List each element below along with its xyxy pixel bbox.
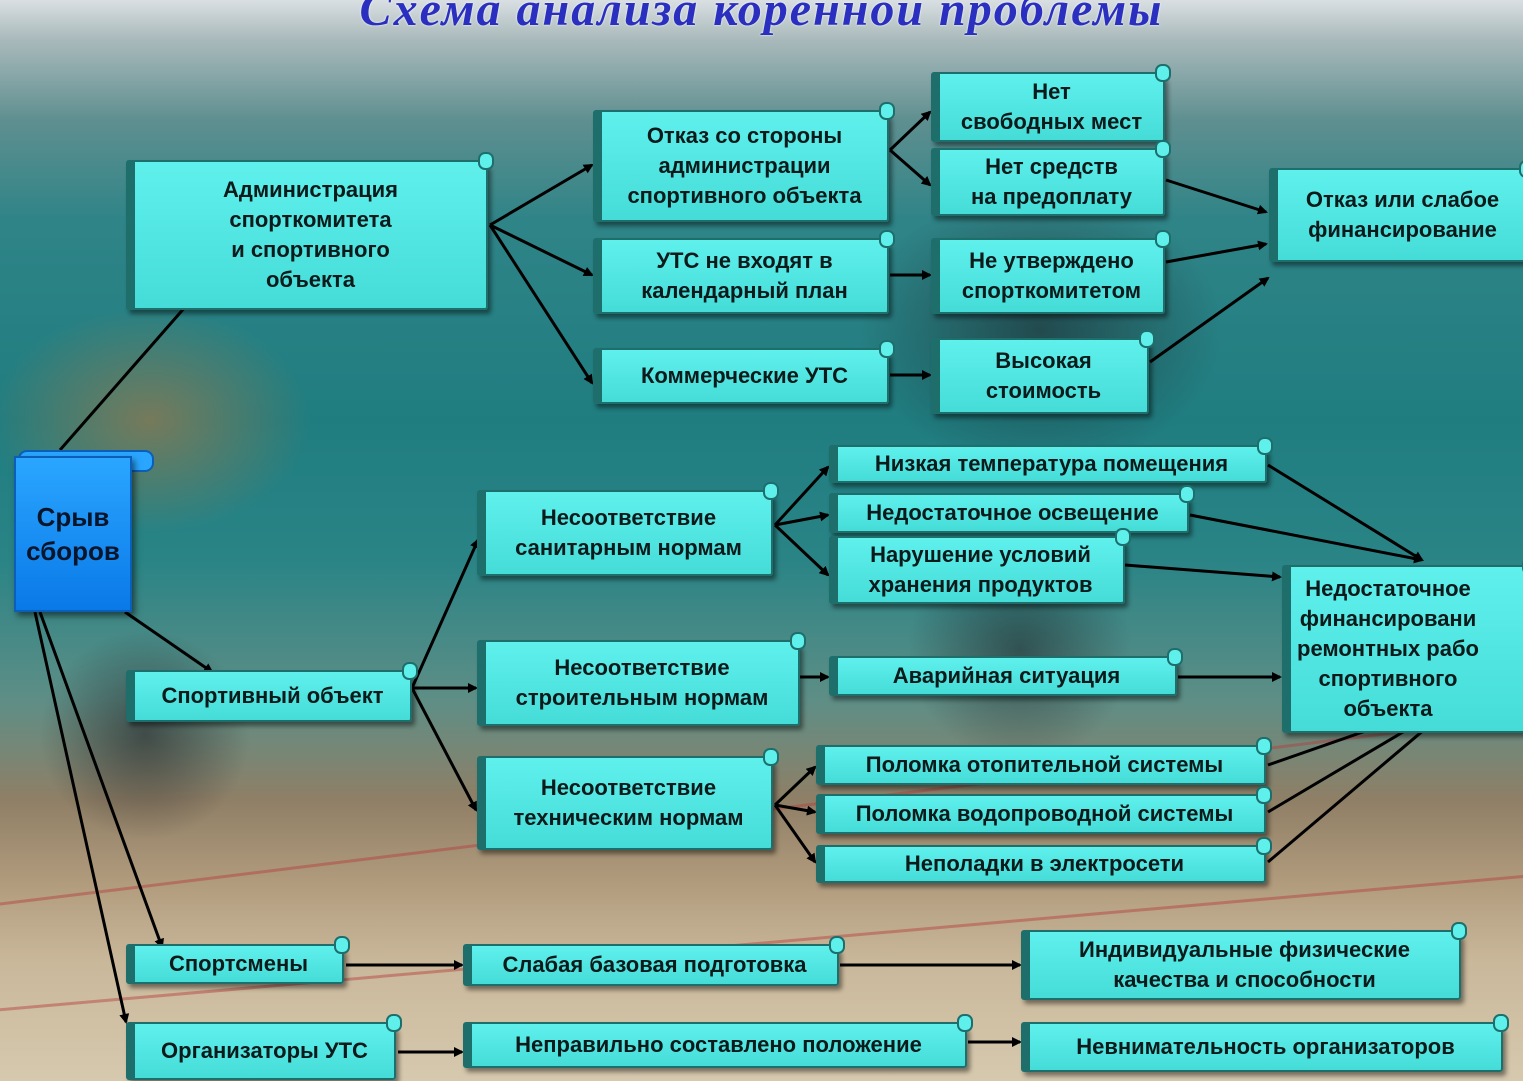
node-no-prepayment: Нет средств на предоплату <box>931 140 1171 216</box>
node-not-approved: Не утверждено спорткомитетом <box>931 230 1171 314</box>
arrow <box>33 611 130 1024</box>
node-organizers: Организаторы УТС <box>126 1014 402 1080</box>
node-repair-funding: Недостаточное финансировани ремонтных ра… <box>1282 557 1523 733</box>
arrow <box>773 804 817 864</box>
node-inattention: Невнимательность организаторов <box>1021 1014 1509 1072</box>
arrow <box>38 611 164 949</box>
node-sports-facility: Спортивный объект <box>126 662 418 722</box>
node-weak-basic-training: Слабая базовая подготовка <box>463 936 845 986</box>
arrow <box>773 523 830 577</box>
node-heating-failure: Поломка отопительной системы <box>816 737 1272 785</box>
arrow <box>1267 716 1440 864</box>
arrow <box>1165 240 1268 264</box>
node-individual-qualities: Индивидуальные физические качества и спо… <box>1021 922 1467 1000</box>
arrow <box>1189 513 1424 564</box>
arrow <box>58 288 202 451</box>
node-sanitary: Несоответствие санитарным нормам <box>477 482 779 576</box>
root-problem-box: Срыв сборов <box>14 456 132 612</box>
node-plumbing-failure: Поломка водопроводной системы <box>816 786 1272 834</box>
arrow <box>489 163 594 227</box>
arrow <box>1149 276 1270 364</box>
arrow <box>773 465 830 527</box>
node-weak-funding: Отказ или слабое финансирование <box>1269 160 1523 262</box>
arrow <box>774 803 817 816</box>
arrow <box>1165 178 1268 215</box>
arrow <box>1124 563 1282 582</box>
arrow <box>410 687 478 812</box>
arrow <box>889 148 932 187</box>
arrow <box>1267 463 1424 562</box>
arrow <box>774 511 830 527</box>
node-emergency: Аварийная ситуация <box>829 648 1183 696</box>
arrow <box>124 610 214 674</box>
arrow <box>410 538 480 689</box>
arrow <box>773 765 817 807</box>
node-electrical-fault: Неполадки в электросети <box>816 837 1272 883</box>
node-building-norms: Несоответствие строительным нормам <box>477 632 806 726</box>
node-food-storage: Нарушение условий хранения продуктов <box>829 528 1131 604</box>
node-low-lighting: Недостаточное освещение <box>829 485 1195 533</box>
node-no-places: Нет свободных мест <box>931 64 1171 142</box>
node-admin-refusal: Отказ со стороны администрации спортивно… <box>593 102 895 222</box>
arrow <box>488 224 594 385</box>
node-high-cost: Высокая стоимость <box>931 330 1155 414</box>
node-athletes: Спортсмены <box>126 936 350 984</box>
arrow <box>489 223 594 277</box>
node-administration: Администрация спорткомитета и спортивног… <box>126 152 494 310</box>
node-not-in-calendar: УТС не входят в календарный план <box>593 230 895 314</box>
arrow <box>888 110 932 152</box>
node-technical-norms: Несоответствие техническим нормам <box>477 748 779 850</box>
node-low-temperature: Низкая температура помещения <box>829 437 1273 483</box>
node-wrong-regulations: Неправильно составлено положение <box>463 1014 973 1068</box>
diagram-title: Схема анализа коренной проблемы <box>359 0 1164 36</box>
node-commercial: Коммерческие УТС <box>593 340 895 404</box>
